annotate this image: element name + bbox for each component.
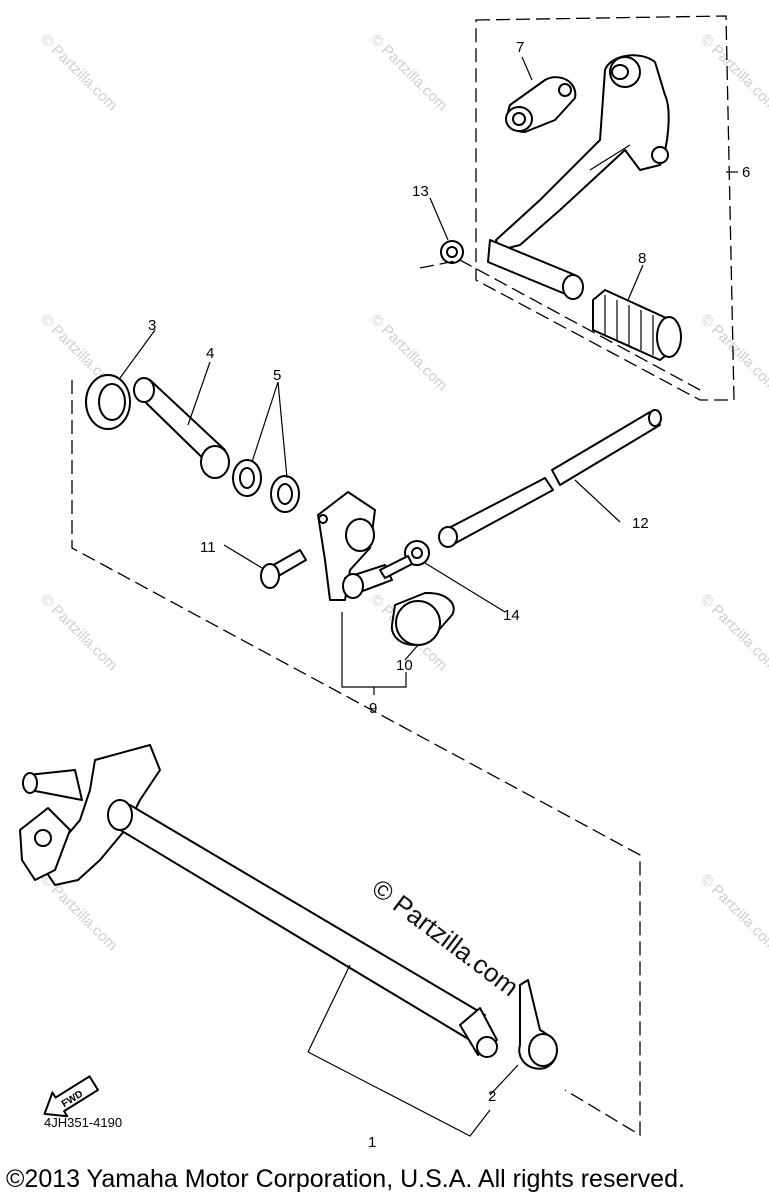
guide-left [71,380,641,1137]
return-spring [518,979,558,1070]
callout-9: 9 [369,700,377,717]
callout-12: 12 [632,515,649,532]
watermark: © Partzilla.com [37,871,120,954]
shift-arm [317,491,393,601]
callout-3: 3 [148,317,156,334]
shift-rod [438,409,662,548]
leader-lines [119,56,644,1096]
watermark: © Partzilla.com [697,31,769,114]
callout-11: 11 [200,539,216,556]
watermark: © Partzilla.com [697,591,769,674]
shift-pedal [487,54,670,300]
callout-1: 1 [368,1134,376,1151]
callout-4: 4 [206,345,214,362]
nut-13 [440,240,464,264]
callout-5: 5 [273,367,281,384]
bracket-1 [307,964,351,1053]
callout-2: 2 [488,1088,496,1105]
nut-14 [379,540,430,579]
pedal-boss [505,76,577,133]
diagram-code: 4JH351-4190 [44,1115,123,1130]
watermark: © Partzilla.com [37,31,120,114]
callout-7: 7 [516,39,524,56]
callouts: 1 2 3 4 5 6 7 8 9 10 11 12 13 14 [148,39,750,1151]
oil-seal-3 [85,374,131,430]
callout-8: 8 [638,250,646,267]
seals-5 [232,459,300,513]
watermark: © Partzilla.com [697,871,769,954]
shift-shaft [19,744,498,1058]
copyright-notice: ©2013 Yamaha Motor Corporation, U.S.A. A… [6,1165,685,1193]
guide-13 [419,259,701,391]
callout-10: 10 [396,657,413,674]
pedal-rubber [592,289,682,361]
callout-6: 6 [742,164,750,181]
collar-4 [133,377,230,479]
assembly-6-outline [475,15,735,401]
watermark: © Partzilla.com [367,31,450,114]
callout-13: 13 [412,183,429,200]
watermark: © Partzilla.com [367,311,450,394]
watermark: © Partzilla.com [37,591,120,674]
bolt-11 [260,549,307,589]
cover-10 [390,591,455,646]
callout-14: 14 [503,607,520,624]
